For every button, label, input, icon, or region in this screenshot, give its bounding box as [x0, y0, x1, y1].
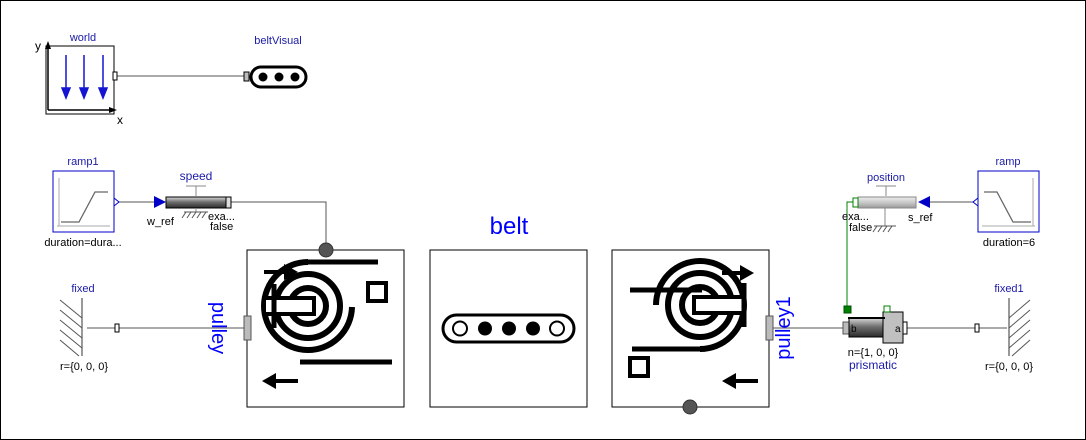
- world-block[interactable]: world y x: [35, 32, 123, 127]
- pulley1-speed-connector[interactable]: [682, 399, 698, 415]
- prismatic-label: prismatic: [849, 358, 897, 372]
- position-label: position: [867, 172, 905, 184]
- position-flange-connector[interactable]: [852, 197, 859, 208]
- beltvisual-block[interactable]: beltVisual: [243, 35, 308, 89]
- ramp1-axes-icon: [57, 178, 110, 227]
- ramp1-label: ramp1: [67, 156, 98, 168]
- speed-exact-value: false: [210, 221, 233, 233]
- fixed1-block[interactable]: fixed1 r={0, 0, 0}: [974, 283, 1033, 373]
- fixed-parameter: r={0, 0, 0}: [60, 361, 108, 373]
- connections: [87, 75, 1007, 329]
- speed-flange-connector[interactable]: [225, 196, 232, 209]
- position-exact-value: false: [849, 222, 872, 234]
- beltvisual-label: beltVisual: [254, 35, 302, 47]
- pulley-label: pulley: [207, 302, 229, 354]
- belt-end-roller-icon: [452, 320, 468, 337]
- world-axis-y-label: y: [35, 39, 41, 53]
- ramp-label: ramp: [995, 156, 1020, 168]
- world-axis-x-label: x: [117, 113, 123, 127]
- ramp1-block[interactable]: ramp1 duration=dura...: [44, 156, 121, 249]
- speed-block[interactable]: speed w_ref exa... false: [146, 169, 235, 233]
- prismatic-parameter: n={1, 0, 0}: [848, 347, 899, 359]
- prismatic-port-b-label: b: [851, 324, 857, 335]
- prismatic-frame-a-connector[interactable]: [902, 321, 908, 335]
- speed-input-label: w_ref: [146, 216, 175, 228]
- beltvisual-roller-icon: [258, 72, 268, 82]
- speed-label: speed: [180, 169, 213, 183]
- fixed-label: fixed: [71, 283, 94, 295]
- pulley-frame-connector[interactable]: [243, 315, 252, 341]
- fixed-frame-connector[interactable]: [114, 323, 120, 333]
- fixed1-frame-connector[interactable]: [974, 323, 980, 333]
- position-input-label: s_ref: [908, 212, 933, 224]
- prismatic-block[interactable]: b a n={1, 0, 0} prismatic: [842, 305, 908, 372]
- ramp1-parameter: duration=dura...: [44, 237, 121, 249]
- fixed1-hatch-icon: [1008, 299, 1031, 357]
- world-axis-x-arrow: [109, 107, 117, 113]
- pulley-mechanism-icon: [261, 259, 392, 389]
- prismatic-frame-b-connector[interactable]: [842, 321, 850, 335]
- belt-roller-icon: [502, 321, 516, 336]
- prismatic-port-a-label: a: [895, 324, 901, 335]
- fixed1-label: fixed1: [994, 283, 1023, 295]
- connection-position-prismatic[interactable]: [846, 201, 854, 310]
- gravity-arrows-icon: [60, 55, 109, 101]
- pulley1-block[interactable]: pulley1: [611, 249, 795, 415]
- position-cylinder-icon: [857, 196, 917, 209]
- prismatic-position-input[interactable]: [843, 305, 852, 314]
- belt-end-roller-icon: [549, 320, 565, 337]
- beltvisual-connector[interactable]: [243, 71, 250, 82]
- ramp1-box: [52, 170, 115, 233]
- ramp-output-connector[interactable]: [972, 196, 979, 208]
- pulley1-label: pulley1: [773, 296, 795, 359]
- speed-cylinder-icon: [165, 196, 227, 209]
- position-block[interactable]: position exa... false s_ref: [842, 172, 933, 234]
- world-label: world: [69, 32, 96, 44]
- prismatic-support-connector[interactable]: [883, 305, 891, 313]
- fixed-hatch-icon: [59, 299, 83, 357]
- fixed-block[interactable]: fixed r={0, 0, 0}: [59, 283, 120, 373]
- pulley-block[interactable]: pulley: [207, 242, 405, 408]
- ramp-axes-icon: [982, 178, 1035, 227]
- speed-exact-label: exa...: [208, 211, 235, 223]
- belt-label: belt: [490, 213, 529, 240]
- belt-block[interactable]: [429, 249, 588, 408]
- ramp-block[interactable]: ramp duration=6: [972, 156, 1040, 249]
- ramp-curve-icon: [984, 191, 1031, 223]
- world-frame-connector[interactable]: [112, 71, 118, 81]
- speed-input-connector[interactable]: [154, 196, 166, 208]
- fixed1-parameter: r={0, 0, 0}: [985, 361, 1033, 373]
- speed-ground-hatch-icon: [181, 211, 207, 219]
- ramp1-curve-icon: [61, 191, 108, 223]
- ramp1-output-connector[interactable]: [113, 196, 120, 208]
- world-box: [45, 45, 115, 115]
- ramp-parameter: duration=6: [983, 237, 1035, 249]
- belt-roller-icon: [526, 321, 540, 336]
- connection-speed-pulley[interactable]: [230, 201, 327, 248]
- world-axis-y-arrow: [45, 41, 51, 49]
- beltvisual-roller-icon: [274, 72, 284, 82]
- ramp-box: [977, 170, 1040, 233]
- pulley1-mechanism-icon: [628, 258, 758, 389]
- pulley1-frame-connector[interactable]: [765, 315, 774, 341]
- belt-roller-icon: [478, 321, 492, 336]
- position-exact-label: exa...: [842, 211, 869, 223]
- pulley-speed-connector[interactable]: [318, 242, 334, 258]
- position-input-connector[interactable]: [918, 196, 930, 208]
- position-ground-hatch-icon: [872, 225, 893, 233]
- beltvisual-roller-icon: [290, 72, 300, 82]
